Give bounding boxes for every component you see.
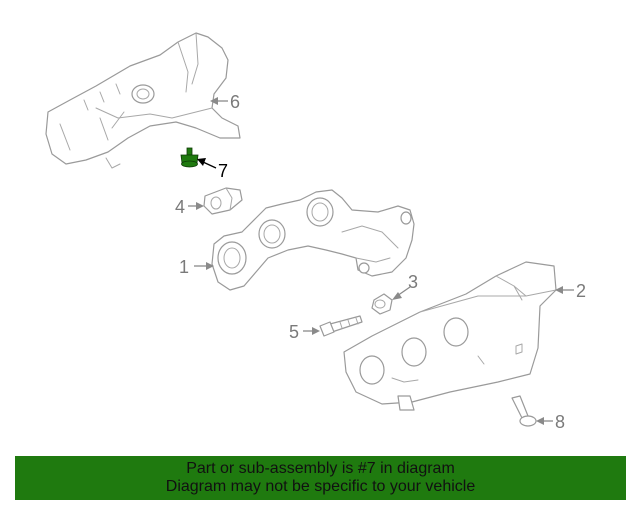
part-8-stud [511,395,537,427]
part-4-gasket [203,187,243,215]
part-5-stud [319,315,363,337]
callout-4: 4 [175,197,204,217]
callout-2: 2 [555,281,586,301]
part-1-exhaust-manifold [211,189,415,291]
callout-label-5: 5 [289,322,299,342]
info-banner: Part or sub-assembly is #7 in diagram Di… [15,456,626,500]
callout-8: 8 [536,412,565,432]
part-6-upper-heat-shield [45,32,241,169]
callout-label-1: 1 [179,257,189,277]
callout-label-7: 7 [218,161,228,181]
banner-line-2: Diagram may not be specific to your vehi… [165,478,476,495]
part-3-sleeve [371,293,393,315]
callout-7: 7 [197,158,228,181]
callout-label-2: 2 [576,281,586,301]
callout-label-8: 8 [555,412,565,432]
banner-line-1: Part or sub-assembly is #7 in diagram [186,460,455,477]
callout-label-3: 3 [408,272,418,292]
callout-1: 1 [179,257,214,277]
callout-label-4: 4 [175,197,185,217]
callout-5: 5 [289,322,320,342]
callout-3: 3 [392,272,418,300]
part-7-bolt [180,147,199,168]
callout-label-6: 6 [230,92,240,112]
callout-6: 6 [210,92,240,112]
part-2-lower-heat-shield [343,261,557,411]
